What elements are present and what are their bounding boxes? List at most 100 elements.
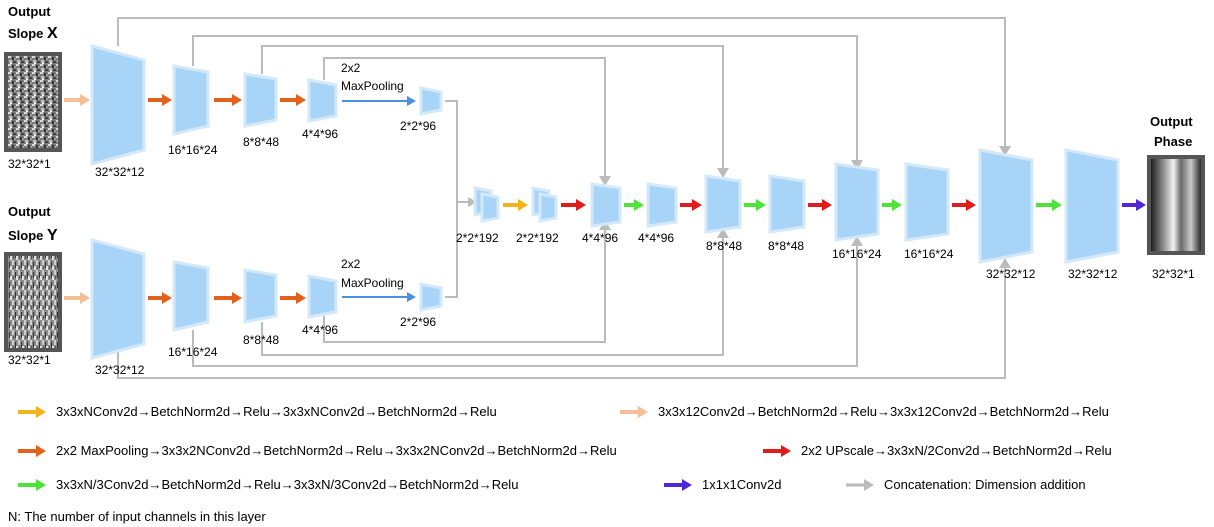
skip-connections bbox=[117, 17, 1006, 379]
peach-arrow-icon bbox=[620, 405, 648, 418]
phase-image bbox=[1151, 159, 1201, 251]
dec-block-8x8-b bbox=[768, 174, 806, 234]
maxpool-bottom-line2: MaxPooling bbox=[341, 276, 404, 290]
output-title-line1: Output bbox=[1150, 114, 1193, 129]
input-y-title-line2: Slope Y bbox=[8, 227, 58, 244]
input-x-dims: 32*32*1 bbox=[8, 157, 51, 171]
enc-top-label-3: 8*8*48 bbox=[243, 135, 279, 149]
legend-item-orange: 2x2 MaxPooling→3x3x2NConv2d→BetchNorm2d→… bbox=[18, 443, 617, 458]
dec-label-9: 32*32*12 bbox=[986, 267, 1036, 281]
dec-block-16x16-a bbox=[834, 162, 880, 242]
skip-bottom-level4 bbox=[323, 228, 606, 343]
legend-text-gray: Concatenation: Dimension addition bbox=[884, 477, 1086, 492]
enc-top-block-4 bbox=[307, 78, 338, 123]
dec-block-32x32-b bbox=[1064, 148, 1120, 264]
orange-arrow-icon bbox=[18, 444, 46, 457]
decoder-arrowheads bbox=[518, 199, 1146, 211]
yellow-arrow-icon bbox=[18, 405, 46, 418]
enc-bottom-block-5 bbox=[419, 282, 443, 312]
enc-bottom-label-5: 2*2*96 bbox=[400, 315, 436, 329]
dec-block-4x4-b bbox=[646, 182, 678, 228]
enc-top-label-2: 16*16*24 bbox=[168, 143, 218, 157]
input-y-dims: 32*32*1 bbox=[8, 353, 51, 367]
enc-bottom-block-4 bbox=[307, 274, 338, 319]
enc-top-block-2 bbox=[172, 64, 210, 136]
skip-top-level3 bbox=[261, 45, 724, 170]
encoder-arrows bbox=[64, 98, 408, 300]
enc-top-block-5 bbox=[419, 86, 443, 116]
skip-bottom-level3 bbox=[261, 236, 724, 356]
legend-text-red: 2x2 UPscale→3x3xN/2Conv2d→BetchNorm2d→Re… bbox=[801, 443, 1112, 458]
dec-label-6: 8*8*48 bbox=[768, 239, 804, 253]
dec-label-1: 2*2*192 bbox=[456, 231, 499, 245]
input-x-title-line1: Output bbox=[8, 4, 51, 19]
legend-text-yellow: 3x3xNConv2d→BetchNorm2d→Relu→3x3xNConv2d… bbox=[56, 404, 497, 419]
enc-top-block-3 bbox=[243, 72, 278, 128]
encoder-arrowheads bbox=[80, 94, 416, 304]
legend-text-peach: 3x3x12Conv2d→BetchNorm2d→Relu→3x3x12Conv… bbox=[658, 404, 1109, 419]
dec-label-10: 32*32*12 bbox=[1068, 267, 1118, 281]
enc-bottom-block-3 bbox=[243, 268, 278, 324]
output-phase: Output Phase 32*32*1 bbox=[1147, 114, 1205, 281]
dec-block-32x32-a bbox=[978, 148, 1034, 264]
enc-bottom-label-1: 32*32*12 bbox=[95, 363, 145, 377]
enc-bottom-block-1 bbox=[90, 238, 146, 360]
legend-item-green: 3x3xN/3Conv2d→BetchNorm2d→Relu→3x3xN/3Co… bbox=[18, 477, 518, 492]
enc-top-label-4: 4*4*96 bbox=[302, 127, 338, 141]
legend-item-red: 2x2 UPscale→3x3xN/2Conv2d→BetchNorm2d→Re… bbox=[763, 443, 1112, 458]
output-dims: 32*32*1 bbox=[1152, 267, 1195, 281]
enc-top-block-1 bbox=[90, 44, 146, 166]
skip-top-bottleneck bbox=[445, 100, 470, 203]
dec-block-4x4-a bbox=[590, 182, 622, 228]
dec-label-4: 4*4*96 bbox=[638, 231, 674, 245]
dec-concat-a-front bbox=[480, 192, 500, 223]
decoder-labels: 2*2*192 2*2*192 4*4*96 4*4*96 8*8*48 8*8… bbox=[456, 231, 1118, 281]
gray-arrow-icon bbox=[846, 478, 874, 491]
encoder-top-labels: 32*32*12 16*16*24 8*8*48 4*4*96 2*2*96 2… bbox=[95, 61, 436, 179]
enc-bottom-label-4: 4*4*96 bbox=[302, 323, 338, 337]
legend-text-purple: 1x1x1Conv2d bbox=[702, 477, 782, 492]
unet-architecture-diagram: Output Slope X 32*32*1 Output Slope Y 32… bbox=[4, 4, 1205, 379]
skip-top-level2 bbox=[192, 35, 858, 162]
legend-item-yellow: 3x3xNConv2d→BetchNorm2d→Relu→3x3xNConv2d… bbox=[18, 404, 497, 419]
maxpool-bottom-line1: 2x2 bbox=[341, 257, 361, 271]
maxpool-top-line1: 2x2 bbox=[341, 61, 361, 75]
dec-block-8x8-a bbox=[704, 174, 742, 234]
input-slope-y: Output Slope Y 32*32*1 bbox=[4, 204, 62, 367]
enc-top-label-5: 2*2*96 bbox=[400, 119, 436, 133]
skip-top-level4 bbox=[323, 57, 606, 178]
legend-item-gray: Concatenation: Dimension addition bbox=[846, 477, 1086, 492]
slope-y-image bbox=[8, 256, 58, 348]
dec-label-5: 8*8*48 bbox=[706, 239, 742, 253]
input-y-title-line1: Output bbox=[8, 204, 51, 219]
encoder-bottom bbox=[90, 238, 443, 360]
skip-bottom-bottleneck bbox=[445, 202, 458, 298]
green-arrow-icon bbox=[18, 478, 46, 491]
input-x-title-line2: Slope X bbox=[8, 25, 58, 42]
enc-bottom-label-3: 8*8*48 bbox=[243, 333, 279, 347]
dec-label-7: 16*16*24 bbox=[832, 247, 882, 261]
output-title-line2: Phase bbox=[1154, 134, 1192, 149]
enc-bottom-label-2: 16*16*24 bbox=[168, 345, 218, 359]
dec-label-3: 4*4*96 bbox=[582, 231, 618, 245]
enc-top-label-1: 32*32*12 bbox=[95, 165, 145, 179]
legend-text-green: 3x3xN/3Conv2d→BetchNorm2d→Relu→3x3xN/3Co… bbox=[56, 477, 519, 492]
dec-label-8: 16*16*24 bbox=[904, 247, 954, 261]
slope-x-image bbox=[8, 56, 58, 148]
legend-item-peach: 3x3x12Conv2d→BetchNorm2d→Relu→3x3x12Conv… bbox=[620, 404, 1109, 419]
enc-bottom-block-2 bbox=[172, 260, 210, 332]
skip-bottom-level1 bbox=[117, 266, 1006, 379]
dec-block-16x16-b bbox=[904, 162, 950, 242]
red-arrow-icon bbox=[763, 444, 791, 457]
legend-item-purple: 1x1x1Conv2d bbox=[664, 477, 782, 492]
encoder-bottom-labels: 32*32*12 16*16*24 8*8*48 4*4*96 2*2*96 2… bbox=[95, 257, 436, 377]
maxpool-top-line2: MaxPooling bbox=[341, 79, 404, 93]
decoder bbox=[473, 148, 1120, 264]
dec-label-2: 2*2*192 bbox=[516, 231, 559, 245]
skip-arrowheads bbox=[468, 146, 1011, 268]
footnote: N: The number of input channels in this … bbox=[8, 509, 266, 524]
skip-bottom-level2 bbox=[192, 244, 858, 367]
legend-text-orange: 2x2 MaxPooling→3x3x2NConv2d→BetchNorm2d→… bbox=[56, 443, 617, 458]
encoder-top bbox=[90, 44, 443, 166]
dec-concat-b-front bbox=[538, 192, 558, 223]
